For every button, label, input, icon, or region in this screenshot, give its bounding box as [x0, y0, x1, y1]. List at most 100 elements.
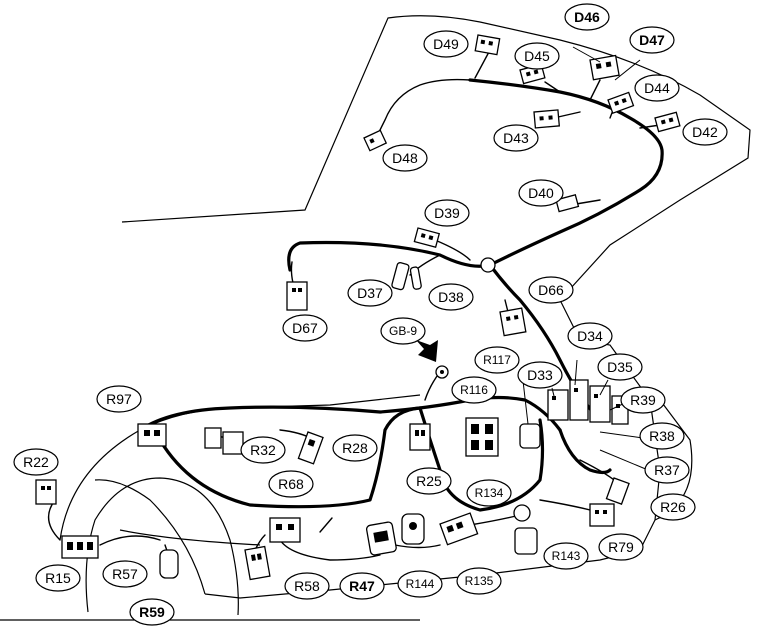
svg-text:R79: R79	[608, 539, 634, 555]
label-d47: D47	[629, 26, 675, 54]
label-r32: R32	[240, 436, 286, 464]
svg-text:R59: R59	[139, 604, 165, 620]
pointer-arrow-icon	[416, 340, 438, 362]
label-d33: D33	[517, 361, 563, 389]
connector-r97	[137, 423, 167, 447]
svg-text:D49: D49	[433, 36, 459, 52]
label-r37: R37	[644, 456, 690, 484]
svg-text:D48: D48	[392, 150, 418, 166]
svg-text:D66: D66	[538, 282, 564, 298]
label-gb9: GB-9	[380, 317, 426, 345]
connector-d34-d35-cluster	[547, 379, 629, 425]
connector-d67	[286, 281, 308, 311]
svg-text:R97: R97	[106, 391, 132, 407]
connector-r22	[35, 479, 57, 505]
connector-r143	[514, 527, 538, 555]
svg-text:R58: R58	[294, 578, 320, 594]
connector-d49	[474, 34, 501, 56]
connector-d44	[607, 91, 635, 114]
svg-text:D42: D42	[692, 124, 718, 140]
label-r143: R143	[543, 542, 589, 570]
svg-text:R28: R28	[342, 440, 368, 456]
label-d35: D35	[597, 353, 643, 381]
label-d37: D37	[347, 279, 393, 307]
svg-text:R47: R47	[349, 578, 375, 594]
connector-d38	[409, 266, 422, 290]
connector-r58	[244, 545, 271, 581]
svg-text:D38: D38	[438, 289, 464, 305]
svg-text:D34: D34	[577, 328, 603, 344]
svg-text:R143: R143	[552, 549, 581, 563]
label-r135: R135	[456, 567, 502, 595]
svg-text:D47: D47	[639, 32, 665, 48]
svg-text:R117: R117	[483, 353, 511, 367]
svg-text:R37: R37	[654, 462, 680, 478]
svg-text:R135: R135	[465, 574, 494, 588]
svg-text:R57: R57	[112, 566, 138, 582]
r68-tick	[319, 517, 333, 533]
label-r117: R117	[474, 346, 520, 374]
svg-text:R134: R134	[475, 486, 504, 500]
label-r22: R22	[13, 448, 59, 476]
connector-r15	[61, 535, 99, 559]
label-r26: R26	[650, 493, 696, 521]
ground-terminal-icon	[435, 365, 449, 379]
svg-text:D46: D46	[574, 9, 600, 25]
label-d45: D45	[514, 42, 560, 70]
connector-r59	[159, 549, 179, 579]
svg-text:R39: R39	[630, 392, 656, 408]
svg-text:R116: R116	[460, 383, 488, 397]
label-r15: R15	[35, 564, 81, 592]
svg-text:D33: D33	[527, 367, 553, 383]
connector-d40	[555, 194, 580, 213]
connector-r79	[589, 503, 615, 527]
label-r47: R47	[339, 572, 385, 600]
connector-r47	[365, 521, 397, 556]
connector-r26	[605, 477, 630, 505]
label-r68: R68	[268, 470, 314, 498]
connector-r116	[465, 417, 499, 457]
label-d44: D44	[634, 74, 680, 102]
label-d42: D42	[682, 118, 728, 146]
connector-d48	[363, 129, 388, 152]
connector-d42	[654, 111, 681, 133]
label-d49: D49	[423, 30, 469, 58]
svg-text:D40: D40	[528, 185, 554, 201]
connector-r117	[519, 423, 541, 449]
connector-d39	[413, 227, 441, 249]
svg-text:R32: R32	[250, 442, 276, 458]
label-r58: R58	[284, 572, 330, 600]
connectors	[35, 34, 681, 581]
label-d38: D38	[428, 283, 474, 311]
label-r25: R25	[406, 467, 452, 495]
svg-text:GB-9: GB-9	[389, 324, 417, 338]
label-r79: R79	[598, 533, 644, 561]
label-r144: R144	[397, 570, 443, 598]
junction-ring	[480, 257, 496, 273]
label-d40: D40	[518, 179, 564, 207]
svg-text:D45: D45	[524, 48, 550, 64]
label-d66: D66	[528, 276, 574, 304]
label-r28: R28	[332, 434, 378, 462]
svg-text:D67: D67	[292, 320, 318, 336]
svg-text:D37: D37	[357, 285, 383, 301]
svg-text:R38: R38	[649, 428, 675, 444]
connector-r25	[409, 423, 431, 451]
connector-d37	[391, 262, 410, 291]
label-r39: R39	[620, 386, 666, 414]
connector-r32	[204, 427, 244, 455]
label-r97: R97	[96, 385, 142, 413]
connector-d66	[499, 307, 527, 337]
connector-r68	[269, 517, 301, 543]
wire-branches	[47, 49, 661, 571]
svg-text:R26: R26	[660, 499, 686, 515]
svg-text:R15: R15	[45, 570, 71, 586]
label-d34: D34	[567, 322, 613, 350]
connector-d46	[589, 54, 620, 81]
svg-text:R22: R22	[23, 454, 49, 470]
label-r38: R38	[639, 422, 685, 450]
svg-text:D39: D39	[434, 205, 460, 221]
label-r57: R57	[102, 560, 148, 588]
svg-text:D43: D43	[503, 130, 529, 146]
svg-text:R144: R144	[406, 577, 435, 591]
